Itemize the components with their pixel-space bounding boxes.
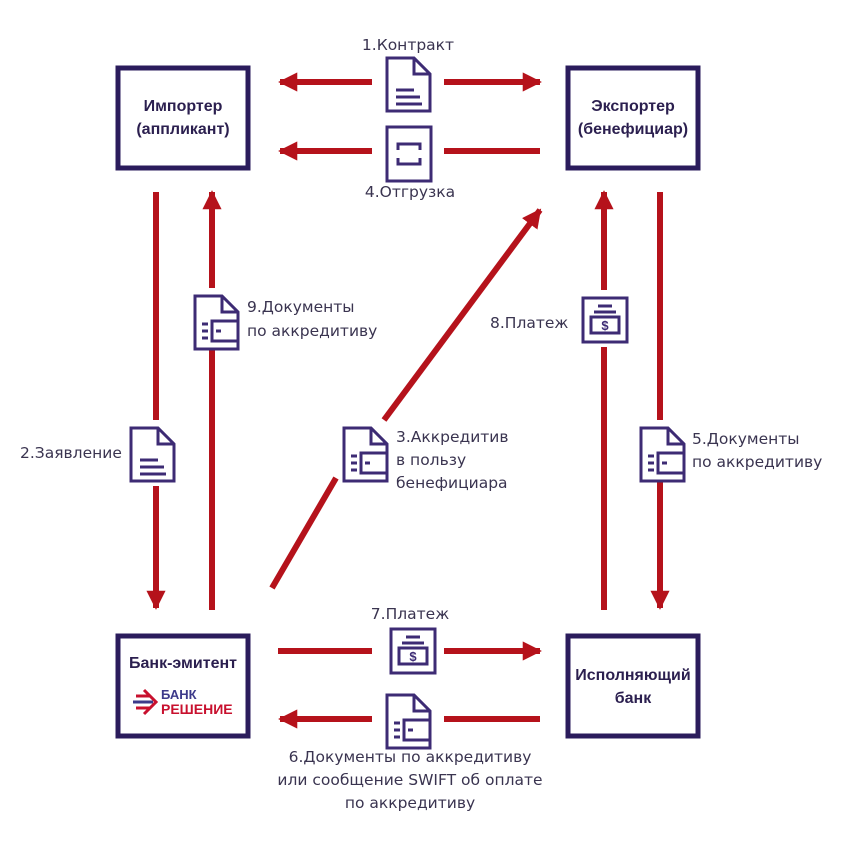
box-executing-bank: Исполняющий банк bbox=[565, 633, 701, 739]
executing-bank-name: Исполняющий bbox=[575, 667, 690, 684]
payment-7-icon bbox=[389, 627, 437, 675]
step-3-label-3: бенефициара bbox=[396, 474, 508, 492]
box-importer: Импортер (аппликант) bbox=[115, 65, 251, 171]
step-3-label-2: в пользу bbox=[396, 451, 466, 469]
documents-5-icon bbox=[639, 426, 686, 483]
step-2-label: 2.Заявление bbox=[20, 444, 122, 462]
payment-8-icon bbox=[581, 296, 629, 344]
shipment-cargo-icon bbox=[385, 125, 433, 183]
step-9-label-1: 9.Документы bbox=[247, 298, 355, 316]
step-5-label-1: 5.Документы bbox=[692, 430, 800, 448]
step-8-label: 8.Платеж bbox=[490, 314, 568, 332]
documents-6-icon bbox=[385, 693, 432, 750]
bank-logo: БАНК РЕШЕНИЕ bbox=[133, 687, 233, 717]
step-6-label-2: или сообщение SWIFT об оплате bbox=[277, 771, 542, 789]
bank-logo-bottom: РЕШЕНИЕ bbox=[161, 701, 233, 717]
exporter-role: (бенефициар) bbox=[578, 121, 688, 138]
contract-document-icon bbox=[385, 56, 432, 113]
step-6-label-3: по аккредитиву bbox=[345, 794, 475, 812]
exporter-name: Экспортер bbox=[591, 98, 675, 115]
box-exporter: Экспортер (бенефициар) bbox=[565, 65, 701, 171]
step-3-label-1: 3.Аккредитив bbox=[396, 428, 509, 446]
step-7-label: 7.Платеж bbox=[371, 605, 449, 623]
step-9-label-2: по аккредитиву bbox=[247, 322, 377, 340]
step-1-label: 1.Контракт bbox=[362, 36, 454, 54]
arrows bbox=[146, 72, 670, 729]
step-5-label-2: по аккредитиву bbox=[692, 453, 822, 471]
importer-role: (аппликант) bbox=[136, 121, 229, 138]
step-4-label: 4.Отгрузка bbox=[365, 183, 455, 201]
documents-9-icon bbox=[193, 294, 240, 351]
importer-name: Импортер bbox=[144, 98, 223, 115]
arrow-credit-upper bbox=[381, 208, 543, 422]
arrow-credit-lower bbox=[269, 476, 339, 590]
box-issuing-bank: Банк-эмитент БАНК РЕШЕНИЕ bbox=[115, 633, 251, 739]
step-6-label-1: 6.Документы по аккредитиву bbox=[289, 748, 532, 766]
bank-logo-top: БАНК bbox=[161, 687, 197, 702]
credit-document-icon bbox=[342, 426, 389, 483]
bank-logo-mark-icon bbox=[133, 688, 159, 716]
executing-bank-name-2: банк bbox=[615, 690, 652, 707]
issuing-bank-name: Банк-эмитент bbox=[129, 655, 237, 672]
application-document-icon bbox=[129, 426, 176, 483]
